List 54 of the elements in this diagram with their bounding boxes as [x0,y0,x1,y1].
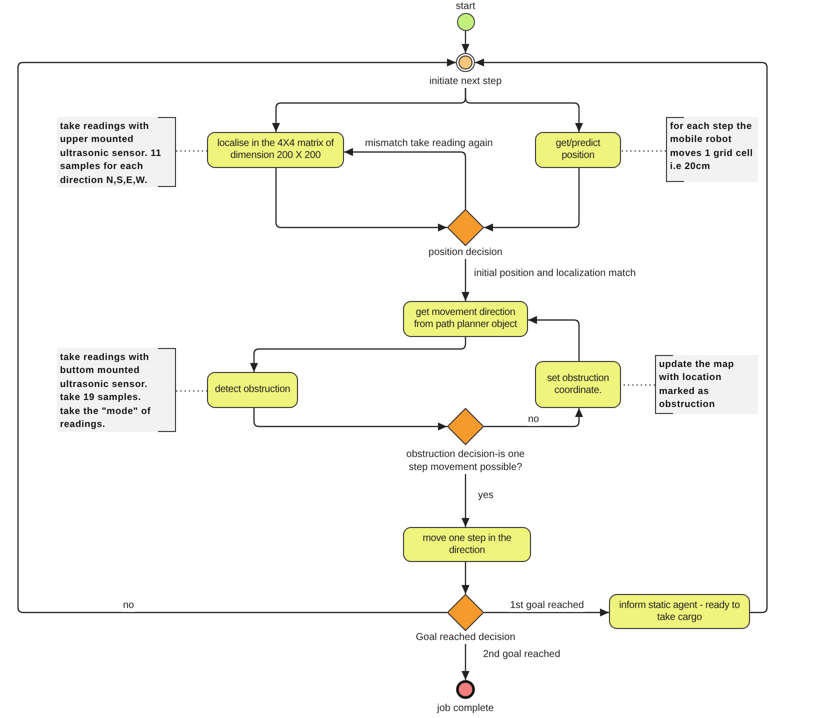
dotted-connector [176,390,208,392]
note-text: for each step the mobile robot moves 1 grid cell i.e 20cm [670,120,754,174]
dotted-connector [620,150,666,152]
arrow [462,644,470,680]
activity-box [535,132,621,168]
activity-label: set obstruction coordinate. [546,372,610,396]
activity-box [403,527,531,562]
node-caption: initiate next step [429,75,502,88]
arrow [484,408,583,428]
activity-box [403,301,528,337]
note-box [655,355,758,414]
activity-label: inform static agent - ready to take cargo [618,600,741,624]
arrow [462,259,470,301]
node-caption: Goal reached decision [416,631,516,644]
arrow [17,58,456,614]
edge-label: 1st goal reached [509,600,585,612]
activity-box [535,361,621,408]
arrow [528,316,580,361]
arrow [464,88,583,132]
dotted-connector [620,384,656,386]
activity-box [207,132,344,168]
arrow [462,562,470,594]
edge-label: 2nd goal reached [482,649,562,661]
note-box [57,117,176,187]
arrow [475,58,768,614]
activity-label: detect obstruction [214,384,290,396]
note-text: take readings with buttom mounted ultrasonic sensor. take 19 samples. take the "mode" of readings. [60,351,152,432]
edge-label: no [527,414,540,426]
note-box [666,117,758,182]
node-caption: obstruction decision-is one step movement possible? [405,448,526,474]
activity-label: move one step in the direction [422,532,512,556]
node-caption: job complete [437,702,494,715]
arrow [275,168,447,232]
edge-label: initial position and localization match [473,268,637,280]
activity-label: get/predict position [554,138,602,162]
node-caption: start [456,0,476,13]
node-caption: position decision [428,246,502,259]
arrow [253,408,447,430]
note-box [57,348,176,432]
dotted-connector [176,150,208,152]
activity-box [609,594,750,629]
arrow [484,608,609,616]
arrow [462,31,470,53]
arrow [344,148,466,209]
edge-label: mismatch take reading again [364,138,494,150]
activity-box [207,372,298,408]
activity-label: localise in the 4X4 matrix of dimension 200 X 200 [216,138,335,162]
arrow [484,168,580,232]
arrow [462,474,470,527]
edge-label: no [122,600,136,612]
note-text: take readings with upper mounted ultrasonic sensor. 11 samples for each direction N,S,E,W. [60,120,162,188]
activity-label: get movement direction from path planner object [412,307,518,331]
edge-label: yes [477,490,495,502]
note-text: update the map with location marked as obstruction [659,358,736,412]
